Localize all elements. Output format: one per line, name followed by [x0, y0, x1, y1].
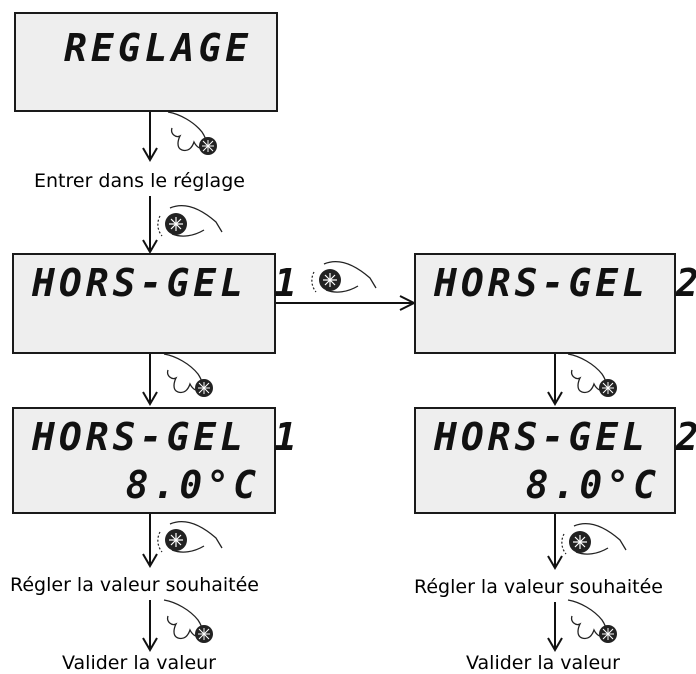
hand-press-knob-icon [163, 599, 214, 644]
hand-press-knob-icon [167, 111, 218, 156]
hand-press-knob-icon [567, 353, 618, 398]
caption-validate-right: Valider la valeur [466, 652, 620, 674]
screen-hors-gel-2-menu: HORS-GEL 2 [414, 253, 696, 354]
hand-turn-knob-icon [157, 205, 223, 237]
temperature-value: 8.0°C [525, 463, 660, 507]
screen-line1: HORS-GEL 1 [32, 415, 301, 459]
screen-hors-gel-1-value: HORS-GEL 1 8.0°C [12, 407, 297, 514]
caption-validate-left: Valider la valeur [62, 652, 216, 674]
hand-turn-knob-icon [157, 521, 223, 553]
caption-adjust-left: Régler la valeur souhaitée [10, 574, 259, 596]
screen-hors-gel-1-menu: HORS-GEL 1 [12, 253, 297, 354]
screen-line1: REGLAGE [64, 26, 253, 70]
screen-hors-gel-2-value: HORS-GEL 2 8.0°C [414, 407, 696, 514]
caption-adjust-right: Régler la valeur souhaitée [414, 576, 663, 598]
caption-enter: Entrer dans le réglage [34, 170, 245, 192]
screen-reglage: REGLAGE [14, 12, 278, 112]
screen-line1: HORS-GEL 1 [32, 261, 301, 305]
hand-turn-knob-icon [561, 523, 627, 555]
screen-line1: HORS-GEL 2 [434, 261, 696, 305]
temperature-value: 8.0°C [125, 463, 260, 507]
hand-press-knob-icon [163, 353, 214, 398]
screen-line1: HORS-GEL 2 [434, 415, 696, 459]
hand-press-knob-icon [567, 599, 618, 644]
hand-turn-knob-icon [311, 261, 377, 293]
